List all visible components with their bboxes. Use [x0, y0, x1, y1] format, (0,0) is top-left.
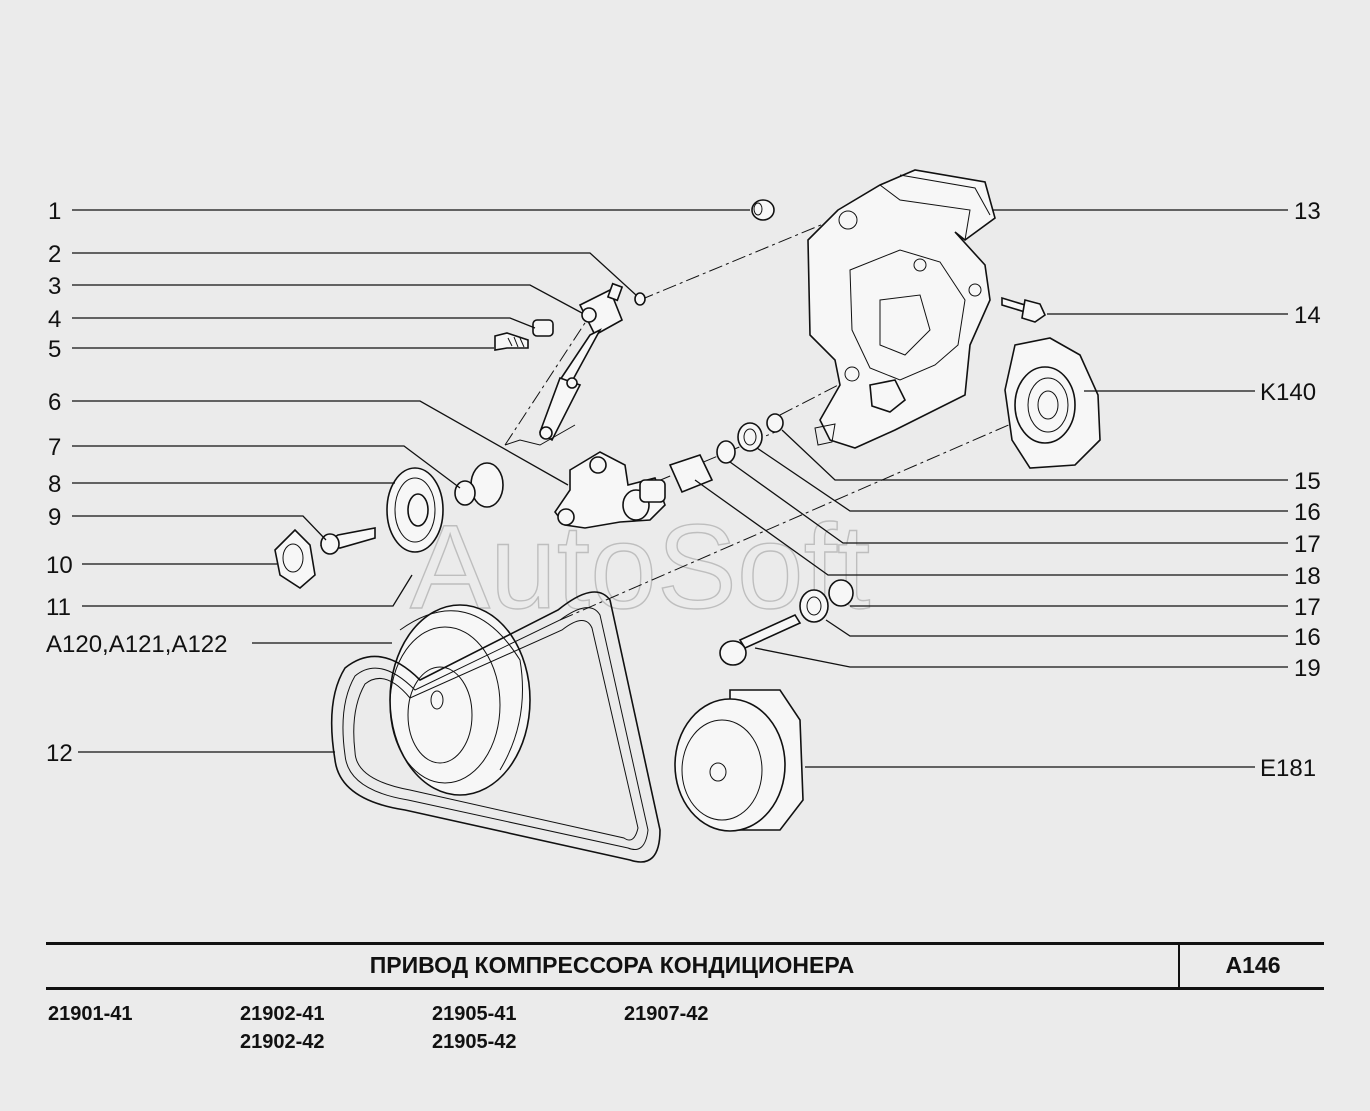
crank-pulley — [389, 604, 531, 796]
idler-assembly — [274, 462, 504, 589]
mounting-bracket — [807, 169, 996, 449]
title-block: ПРИВОД КОМПРЕССОРА КОНДИЦИОНЕРА A146 — [46, 942, 1324, 990]
model-code: 21902-41 — [240, 1003, 325, 1025]
callout-17a: 17 — [1294, 531, 1321, 558]
model-code: 21902-42 — [240, 1031, 325, 1053]
callout-a120: A120,A121,A122 — [46, 631, 228, 658]
callout-5: 5 — [48, 336, 61, 363]
callout-14: 14 — [1294, 302, 1321, 329]
callout-10: 10 — [46, 552, 73, 579]
callout-17b: 17 — [1294, 594, 1321, 621]
callout-18: 18 — [1294, 563, 1321, 590]
model-code: 21901-41 — [48, 1003, 133, 1025]
callout-11: 11 — [46, 594, 71, 621]
callout-16a: 16 — [1294, 499, 1321, 526]
callout-15: 15 — [1294, 468, 1321, 495]
callout-8: 8 — [48, 471, 61, 498]
drive-belt — [330, 591, 661, 863]
small-fasteners — [494, 199, 775, 351]
callout-e181: E181 — [1260, 755, 1316, 782]
alternator — [1004, 337, 1101, 469]
callout-3: 3 — [48, 273, 61, 300]
callout-6: 6 — [48, 389, 61, 416]
callout-16b: 16 — [1294, 624, 1321, 651]
callout-12: 12 — [46, 740, 73, 767]
bolt-14 — [1001, 296, 1047, 323]
page-title: ПРИВОД КОМПРЕССОРА КОНДИЦИОНЕРА — [369, 952, 855, 978]
parts-diagram: AutoSoft — [46, 169, 1321, 863]
callout-k140: K140 — [1260, 379, 1316, 406]
tension-arm — [554, 451, 666, 529]
tensioner-strut — [504, 282, 624, 446]
divider — [1178, 945, 1180, 987]
model-code: 21905-42 — [432, 1031, 517, 1053]
callout-9: 9 — [48, 504, 61, 531]
callout-1: 1 — [48, 198, 61, 225]
callout-7: 7 — [48, 434, 61, 461]
bolt-19 — [719, 613, 802, 666]
callout-13: 13 — [1294, 198, 1321, 225]
leader-lines — [72, 209, 1288, 768]
callout-4: 4 — [48, 306, 61, 333]
bushings — [668, 413, 854, 623]
model-code: 21907-42 — [624, 1003, 709, 1025]
page-code: A146 — [1225, 952, 1281, 978]
callout-19: 19 — [1294, 655, 1321, 682]
callout-2: 2 — [48, 241, 61, 268]
model-code: 21905-41 — [432, 1003, 517, 1025]
compressor-pulley — [674, 689, 804, 832]
